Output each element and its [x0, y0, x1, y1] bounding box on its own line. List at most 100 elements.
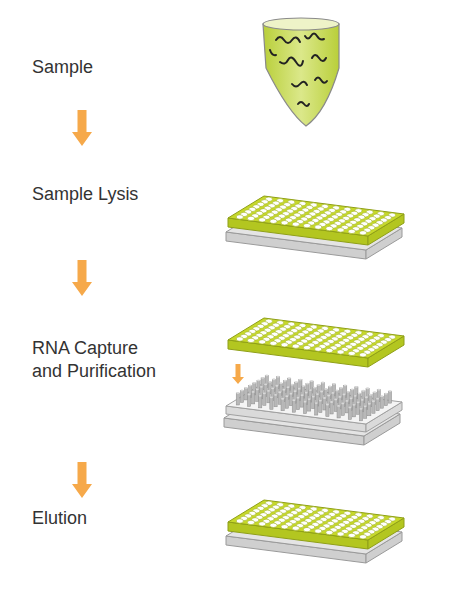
pin-tip — [264, 383, 267, 385]
well-plate-top — [228, 318, 404, 358]
well — [326, 226, 333, 230]
well — [247, 216, 254, 220]
pin-tip — [369, 394, 372, 396]
pin-tip — [236, 392, 239, 394]
pin-tip — [341, 403, 344, 405]
step-label: Sample — [32, 56, 192, 79]
pin-tip — [296, 397, 299, 399]
pin-tip — [372, 400, 375, 402]
pin-tip — [357, 401, 360, 403]
well — [337, 350, 344, 354]
pin-tip — [260, 386, 263, 388]
pin-tip — [373, 391, 376, 393]
pin-tip — [283, 380, 286, 382]
well — [236, 519, 243, 523]
flow-arrow — [72, 260, 92, 296]
capture-pin — [368, 404, 371, 416]
well — [247, 338, 254, 342]
well — [348, 229, 355, 233]
pin-tip — [270, 396, 273, 398]
well — [281, 221, 288, 225]
pin-tip — [388, 390, 391, 392]
pin-tip — [298, 388, 301, 390]
capture-pin — [352, 405, 355, 417]
pin-tip — [271, 387, 274, 389]
pin-tip — [310, 380, 313, 382]
pin-tip — [366, 387, 369, 389]
well — [303, 345, 310, 349]
tube-rim — [263, 18, 339, 30]
pin-tip — [308, 398, 311, 400]
capture-pin — [285, 396, 288, 408]
pin-tip — [301, 394, 304, 396]
well — [270, 523, 277, 527]
pin-tip — [291, 384, 294, 386]
well-plate-top — [228, 196, 404, 236]
tube-body — [263, 24, 339, 126]
well — [247, 520, 254, 524]
capture-pin — [263, 393, 266, 405]
pin-tip — [323, 397, 326, 399]
well — [270, 219, 277, 223]
pin-tip — [334, 399, 337, 401]
well — [337, 532, 344, 536]
well — [348, 533, 355, 537]
pin-tip — [306, 383, 309, 385]
pin-tip — [309, 389, 312, 391]
pin-tip — [361, 399, 364, 401]
well — [236, 337, 243, 341]
well — [259, 522, 266, 526]
pin-tip — [315, 402, 318, 404]
well-plate-stack — [226, 500, 404, 563]
well — [292, 222, 299, 226]
step-label: RNA Capture and Purification — [32, 337, 170, 384]
capture-pin — [380, 396, 383, 408]
capture-pin — [270, 397, 273, 409]
pin-tip — [321, 382, 324, 384]
pin-plate-top — [226, 384, 402, 424]
pin-tip — [332, 383, 335, 385]
pin-tip — [339, 387, 342, 389]
pin-tip — [326, 404, 329, 406]
capture-pin — [348, 407, 351, 419]
plates — [224, 196, 404, 563]
pin-tip — [331, 392, 334, 394]
pin-tip — [295, 381, 298, 383]
capture-pin — [240, 390, 243, 402]
pin-tip — [342, 393, 345, 395]
capture-pin — [372, 401, 375, 413]
pin-tip — [312, 396, 315, 398]
pin-tip — [265, 374, 268, 376]
pin-tip — [362, 390, 365, 392]
well — [315, 347, 322, 351]
well — [359, 535, 366, 539]
pin-tip — [364, 405, 367, 407]
well-plate-side — [368, 336, 404, 367]
pin-tip — [313, 387, 316, 389]
well — [337, 228, 344, 232]
pin-tip — [349, 397, 352, 399]
pin-tip — [240, 390, 243, 392]
well — [281, 525, 288, 529]
pin-tip — [267, 390, 270, 392]
pin-tip — [354, 395, 357, 397]
pin-tip — [305, 392, 308, 394]
capture-pin — [341, 403, 344, 415]
well — [259, 340, 266, 344]
capture-pin — [296, 398, 299, 410]
capture-pin — [315, 403, 318, 415]
pin-tip — [380, 395, 383, 397]
pin-tip — [365, 396, 368, 398]
pin-tip — [257, 379, 260, 381]
pin-tip — [281, 398, 284, 400]
pin-tip — [335, 390, 338, 392]
capture-pin — [292, 400, 295, 412]
capture-pin — [364, 406, 367, 418]
well — [281, 343, 288, 347]
pin-tip — [319, 400, 322, 402]
well — [292, 344, 299, 348]
capture-pin — [319, 401, 322, 413]
pin-tip — [359, 408, 362, 410]
pin-tip — [253, 382, 256, 384]
pin-tip — [384, 393, 387, 395]
